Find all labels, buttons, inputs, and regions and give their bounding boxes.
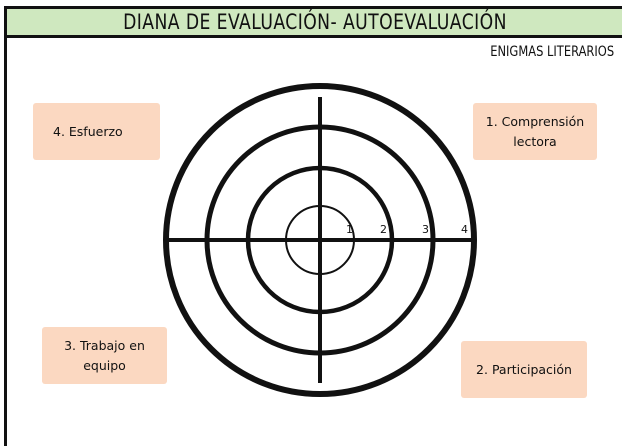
title-bar: DIANA DE EVALUACIÓN- AUTOEVALUACIÓN — [4, 6, 622, 38]
criterion-reading-comprehension-line1: 1. Comprensión — [485, 113, 585, 129]
criterion-effort: 4. Esfuerzo — [33, 103, 160, 160]
criterion-teamwork-line1: 3. Trabajo en — [64, 337, 145, 353]
scale-4: 4 — [461, 223, 468, 236]
criterion-effort-label: 4. Esfuerzo — [53, 123, 123, 139]
scale-3: 3 — [422, 223, 429, 236]
criterion-participation-label: 2. Participación — [476, 361, 572, 377]
criterion-reading-comprehension-line2: lectora — [513, 133, 557, 149]
page-subtitle: ENIGMAS LITERARIOS — [490, 44, 614, 60]
criterion-teamwork: 3. Trabajo en equipo — [42, 327, 167, 384]
scale-2: 2 — [380, 223, 387, 236]
scale-1: 1 — [346, 223, 353, 236]
criterion-reading-comprehension: 1. Comprensión lectora — [473, 103, 597, 160]
page-title: DIANA DE EVALUACIÓN- AUTOEVALUACIÓN — [122, 10, 507, 34]
criterion-participation: 2. Participación — [461, 341, 587, 398]
criterion-teamwork-line2: equipo — [83, 357, 126, 373]
